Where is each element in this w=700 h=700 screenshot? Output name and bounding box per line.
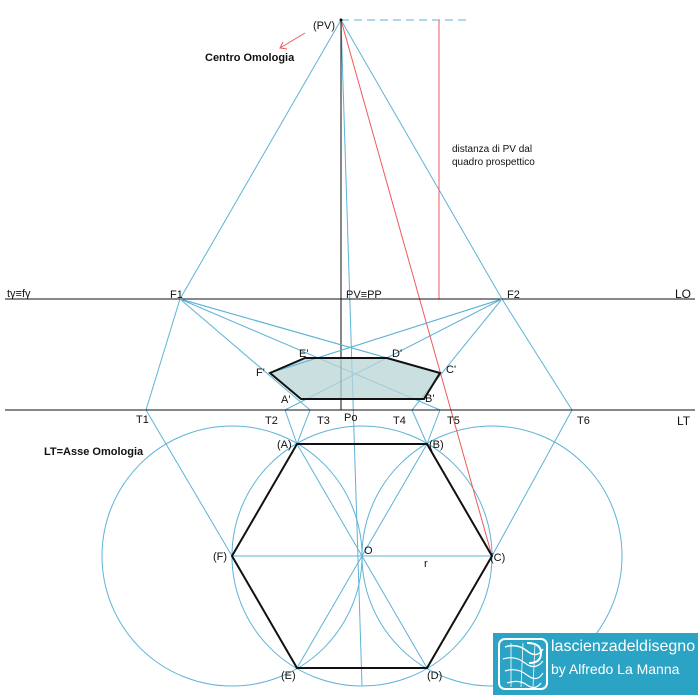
pv-f2-line [340, 19, 503, 300]
label-c: (C) [490, 552, 505, 564]
label-r: r [424, 558, 428, 570]
t2-a [284, 409, 298, 445]
logo-emblem-icon [498, 638, 548, 690]
label-pv: (PV) [313, 20, 335, 32]
label-a-prime: A' [281, 394, 290, 406]
pv-f1-line [179, 19, 342, 300]
t3-a [296, 409, 311, 445]
label-b-prime: B' [425, 393, 434, 405]
label-o: O [364, 545, 373, 557]
label-t6: T6 [577, 415, 590, 427]
label-c-prime: C' [446, 364, 456, 376]
logo-subtitle: by Alfredo La Manna [551, 661, 680, 677]
label-f: (F) [213, 551, 227, 563]
label-e-prime: E' [299, 348, 308, 360]
label-f1: F1 [170, 289, 183, 301]
label-lo: LO [675, 287, 691, 301]
label-t-f: tγ≡fγ [7, 288, 31, 300]
label-t3: T3 [317, 415, 330, 427]
brand-logo: lascienzadeldisegno by Alfredo La Manna [493, 633, 698, 695]
logo-title: lascienzadeldisegno [551, 638, 696, 655]
perspective-hexagon-fill [270, 358, 440, 399]
label-asse-omologia: LT=Asse Omologia [44, 446, 144, 458]
mask-top [0, 0, 700, 300]
label-t4: T4 [393, 415, 406, 427]
f2-t6 [501, 298, 573, 411]
plan-hexagon [230, 443, 494, 669]
label-t5: T5 [447, 415, 460, 427]
label-centro-omologia: Centro Omologia [205, 52, 295, 64]
perspective-hexagon [268, 357, 442, 400]
label-d: (D) [427, 670, 442, 682]
inner-f2-f [269, 298, 503, 374]
f1-t3 [179, 298, 311, 411]
f1-t1 [145, 298, 181, 411]
t5-b [426, 409, 441, 445]
label-d-prime: D' [392, 348, 402, 360]
label-f2: F2 [507, 289, 520, 301]
label-t1: T1 [136, 414, 149, 426]
arrow-icon [279, 32, 306, 50]
diag-b-e [296, 443, 428, 669]
label-distanza-2: quadro prospettico [452, 157, 535, 168]
t1-f [145, 409, 233, 557]
pv-c-line [340, 19, 493, 557]
t6-c [491, 409, 573, 557]
label-a: (A) [277, 439, 292, 451]
label-distanza-1: distanza di PV dal [452, 144, 532, 155]
label-t2: T2 [265, 415, 278, 427]
t4-b [411, 409, 428, 445]
vertical-axis [340, 19, 363, 687]
label-po: Po [344, 412, 357, 424]
red-construction [340, 19, 493, 557]
label-pv-pp: PV≡PP [346, 289, 382, 301]
pv-point [339, 18, 343, 22]
label-f-prime: F' [256, 367, 265, 379]
label-b: (B) [429, 439, 444, 451]
label-e: (E) [281, 670, 296, 682]
label-lt: LT [677, 414, 691, 428]
